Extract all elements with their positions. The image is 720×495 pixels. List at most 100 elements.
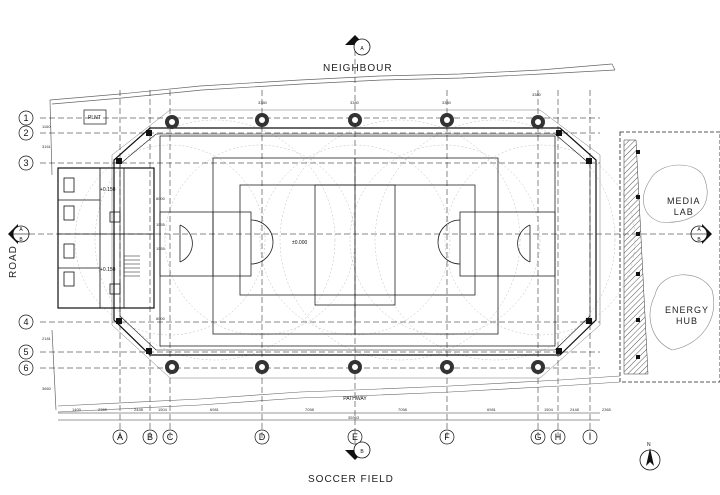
svg-text:F: F bbox=[444, 432, 450, 442]
svg-text:1504: 1504 bbox=[158, 407, 168, 412]
grid-col-B: B bbox=[147, 432, 153, 442]
svg-text:1555: 1555 bbox=[156, 222, 166, 227]
north-arrow: N bbox=[639, 442, 661, 471]
grid-row-2: 2 bbox=[23, 128, 28, 138]
stair bbox=[124, 255, 140, 277]
svg-text:N: N bbox=[647, 442, 651, 448]
court bbox=[159, 135, 556, 347]
changing-rooms-block bbox=[57, 167, 155, 309]
dimension-texts-bottom: 1400 2365 2448 1504 6981 7058 7058 6981 … bbox=[72, 407, 612, 420]
column-top-2 bbox=[255, 113, 269, 127]
site-boundary bbox=[49, 63, 616, 411]
media-lab-line1: MEDIA bbox=[667, 196, 701, 206]
svg-text:B: B bbox=[147, 432, 153, 442]
svg-text:H: H bbox=[555, 432, 562, 442]
svg-text:I: I bbox=[589, 432, 592, 442]
media-lab-line2: LAB bbox=[673, 207, 694, 217]
grid-col-C: C bbox=[167, 432, 174, 442]
column-bottom-2 bbox=[255, 360, 269, 374]
svg-text:2448: 2448 bbox=[134, 407, 144, 412]
svg-text:1160: 1160 bbox=[42, 124, 51, 129]
south-boundary bbox=[57, 375, 621, 413]
dimension-total: 35963 bbox=[348, 415, 360, 420]
column-bottom-1 bbox=[165, 360, 179, 374]
grid-col-I: I bbox=[589, 432, 592, 442]
svg-text:E: E bbox=[352, 432, 358, 442]
svg-text:A: A bbox=[697, 227, 701, 233]
svg-text:2365: 2365 bbox=[602, 407, 612, 412]
level-court: ±0.000 bbox=[292, 240, 307, 246]
section-marker-south: B bbox=[345, 441, 371, 460]
grid-col-F: F bbox=[444, 432, 450, 442]
pathway-label: PATHWAY bbox=[343, 396, 367, 402]
grid-col-D: D bbox=[259, 432, 266, 442]
grid-col-E: E bbox=[352, 432, 358, 442]
svg-text:G: G bbox=[534, 432, 541, 442]
dimension-texts-left: 1160 3161 8000 1555 1555 8000 2181 3660 bbox=[42, 124, 166, 391]
grid-row-3: 3 bbox=[23, 158, 28, 168]
svg-text:A: A bbox=[117, 432, 123, 442]
column-top-5 bbox=[531, 115, 545, 129]
dimension-chain-bottom bbox=[58, 412, 600, 421]
svg-text:7058: 7058 bbox=[398, 407, 408, 412]
svg-text:7058: 7058 bbox=[305, 407, 315, 412]
svg-text:A: A bbox=[19, 227, 23, 233]
section-marker-north: A bbox=[345, 35, 371, 56]
roof-columns bbox=[116, 113, 592, 374]
column-top-4 bbox=[440, 113, 454, 127]
pavilion-outline bbox=[111, 109, 601, 379]
grid-row-1: 1 bbox=[23, 113, 28, 123]
grid-row-4: 4 bbox=[23, 317, 28, 327]
svg-text:8000: 8000 bbox=[156, 196, 166, 201]
level-marks: ±0.000 +0.150 +0.150 bbox=[100, 187, 307, 273]
storage-hut: PLNT bbox=[83, 109, 107, 125]
grid-row-6: 6 bbox=[23, 363, 28, 373]
energy-hub-line1: ENERGY bbox=[665, 305, 710, 315]
dimension-texts-top: 3380 3380 3380 3380 bbox=[258, 92, 542, 105]
svg-text:1400: 1400 bbox=[72, 407, 82, 412]
section-marker-west: A B bbox=[8, 224, 30, 244]
energy-hub-label: ENERGY HUB bbox=[665, 305, 709, 327]
column-top-3 bbox=[348, 113, 362, 127]
svg-text:3380: 3380 bbox=[350, 100, 360, 105]
svg-text:3380: 3380 bbox=[532, 92, 542, 97]
grid-row-bubbles: 1 2 3 4 5 6 bbox=[18, 110, 34, 376]
grid-col-G: G bbox=[534, 432, 541, 442]
grid-row-5: 5 bbox=[23, 347, 28, 357]
column-top-1 bbox=[165, 115, 179, 129]
svg-text:6981: 6981 bbox=[210, 407, 220, 412]
grid-col-A: A bbox=[117, 432, 123, 442]
svg-text:B: B bbox=[697, 237, 701, 243]
column-bottom-4 bbox=[440, 360, 454, 374]
section-marker-east: A B bbox=[690, 224, 712, 244]
column-bottom-5 bbox=[531, 360, 545, 374]
svg-text:1555: 1555 bbox=[156, 246, 166, 251]
energy-hub-line2: HUB bbox=[676, 316, 699, 326]
svg-text:D: D bbox=[259, 432, 266, 442]
svg-text:C: C bbox=[167, 432, 174, 442]
svg-text:B: B bbox=[360, 449, 364, 455]
svg-text:2448: 2448 bbox=[570, 407, 580, 412]
svg-text:2181: 2181 bbox=[42, 336, 52, 341]
svg-text:8000: 8000 bbox=[156, 316, 166, 321]
svg-text:3380: 3380 bbox=[258, 100, 268, 105]
svg-text:2365: 2365 bbox=[98, 407, 108, 412]
svg-text:1504: 1504 bbox=[544, 407, 554, 412]
level-room-upper: +0.150 bbox=[100, 187, 116, 193]
svg-text:3660: 3660 bbox=[42, 386, 52, 391]
svg-text:B: B bbox=[19, 237, 23, 243]
road-label: ROAD bbox=[8, 245, 19, 278]
section-markers: A B A B A B bbox=[8, 35, 712, 460]
soccer-field-label: SOCCER FIELD bbox=[308, 474, 394, 485]
column-bottom-3 bbox=[348, 360, 362, 374]
grid-column-bubbles: A B C D E F G H I bbox=[112, 429, 598, 445]
svg-text:3380: 3380 bbox=[442, 100, 452, 105]
svg-text:A: A bbox=[360, 46, 364, 52]
east-buildings bbox=[619, 131, 720, 383]
svg-text:6981: 6981 bbox=[487, 407, 497, 412]
neighbour-label: NEIGHBOUR bbox=[323, 63, 393, 74]
grid-col-H: H bbox=[555, 432, 562, 442]
media-lab-label: MEDIA LAB bbox=[667, 196, 701, 218]
level-room-lower: +0.150 bbox=[100, 267, 116, 273]
